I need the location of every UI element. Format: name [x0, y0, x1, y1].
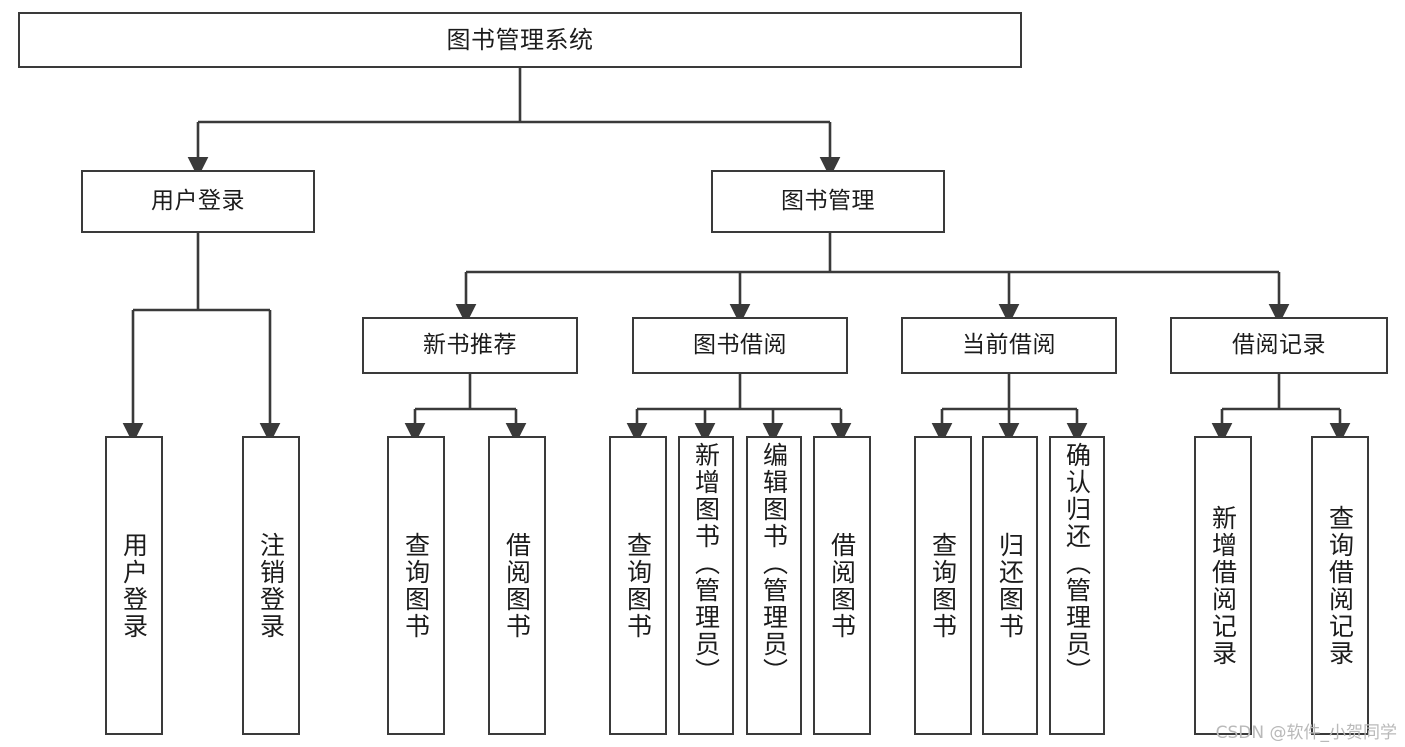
leaf-current-return-book[interactable]: 归还图书	[982, 436, 1038, 735]
node-label: 图书管理	[781, 187, 875, 214]
node-label: 查询借阅记录	[1325, 504, 1355, 667]
node-label: 查询图书	[928, 531, 958, 640]
node-label: 查询图书	[623, 531, 653, 640]
leaf-record-add-record[interactable]: 新增借阅记录	[1194, 436, 1252, 735]
leaf-borrow-edit-book-admin[interactable]: 编辑图书（管理员）	[746, 436, 802, 735]
node-label: 编辑图书（管理员）	[759, 442, 789, 685]
leaf-user-login-login[interactable]: 用户登录	[105, 436, 163, 735]
leaf-borrow-query-book[interactable]: 查询图书	[609, 436, 667, 735]
leaf-borrow-borrow-book[interactable]: 借阅图书	[813, 436, 871, 735]
leaf-recommend-borrow-book[interactable]: 借阅图书	[488, 436, 546, 735]
node-label: 图书借阅	[693, 331, 787, 358]
node-book-borrow[interactable]: 图书借阅	[632, 317, 848, 374]
node-label: 借阅图书	[502, 531, 532, 640]
node-label: 图书管理系统	[446, 25, 594, 54]
node-book-management[interactable]: 图书管理	[711, 170, 945, 233]
node-root-system[interactable]: 图书管理系统	[18, 12, 1022, 68]
node-label: 注销登录	[256, 531, 286, 640]
node-label: 借阅图书	[827, 531, 857, 640]
leaf-current-confirm-return-admin[interactable]: 确认归还（管理员）	[1049, 436, 1105, 735]
node-label: 用户登录	[151, 187, 245, 214]
node-label: 借阅记录	[1232, 331, 1326, 358]
node-borrow-record[interactable]: 借阅记录	[1170, 317, 1388, 374]
node-label: 新增借阅记录	[1208, 504, 1238, 667]
leaf-recommend-query-book[interactable]: 查询图书	[387, 436, 445, 735]
node-label: 新书推荐	[423, 331, 517, 358]
leaf-user-login-logout[interactable]: 注销登录	[242, 436, 300, 735]
node-label: 归还图书	[995, 531, 1025, 640]
node-label: 当前借阅	[962, 331, 1056, 358]
leaf-borrow-add-book-admin[interactable]: 新增图书（管理员）	[678, 436, 734, 735]
leaf-record-query-record[interactable]: 查询借阅记录	[1311, 436, 1369, 735]
node-label: 新增图书（管理员）	[691, 442, 721, 685]
node-current-borrow[interactable]: 当前借阅	[901, 317, 1117, 374]
node-label: 用户登录	[119, 531, 149, 640]
node-label: 查询图书	[401, 531, 431, 640]
node-user-login[interactable]: 用户登录	[81, 170, 315, 233]
node-new-book-recommend[interactable]: 新书推荐	[362, 317, 578, 374]
node-label: 确认归还（管理员）	[1062, 442, 1092, 685]
leaf-current-query-book[interactable]: 查询图书	[914, 436, 972, 735]
csdn-watermark: CSDN @软件_小贺同学	[1215, 723, 1397, 743]
